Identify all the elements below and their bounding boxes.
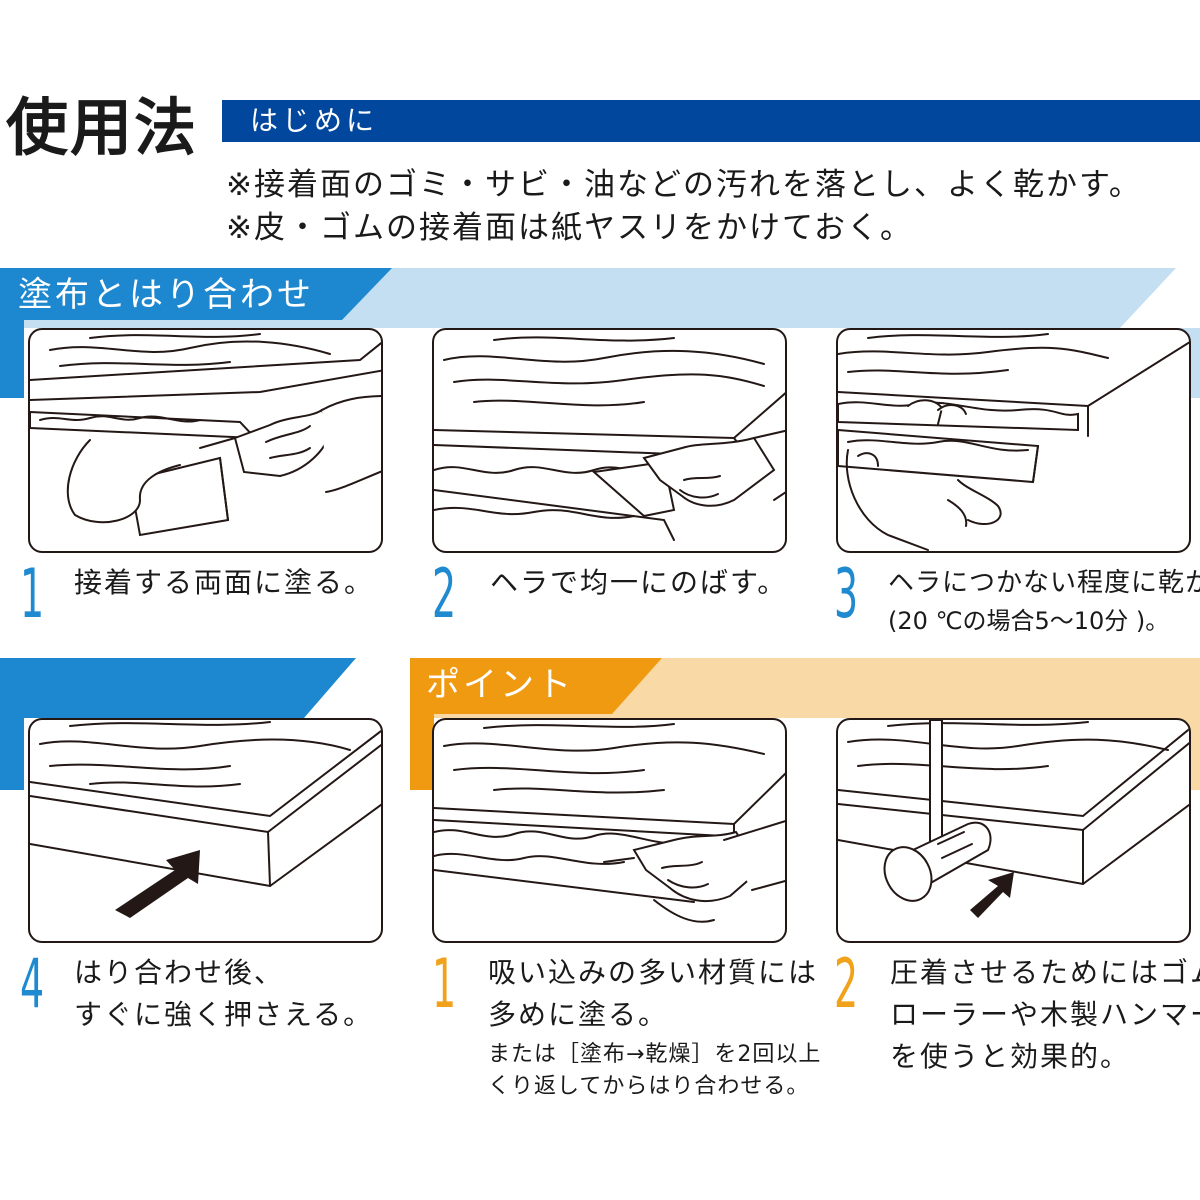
intro-note-2: ※皮・ゴムの接着面は紙ヤスリをかけておく。	[226, 210, 914, 246]
point-1-text-line1: 吸い込みの多い材質には	[488, 956, 819, 989]
apply-extra-glue-tube-illustration	[432, 718, 787, 943]
point-1-note-line2: くり返してからはり合わせる。	[488, 1074, 810, 1099]
step-3-text: ヘラにつかない程度に乾かす	[888, 568, 1200, 598]
step-number-3: 3	[834, 555, 859, 634]
point-number-1: 1	[432, 945, 457, 1024]
point-2-text-line1: 圧着させるためにはゴム	[890, 956, 1200, 989]
step-4-text-line2: すぐに強く押さえる。	[74, 998, 374, 1031]
step-number-1: 1	[20, 555, 45, 634]
point-1-text-line2: 多めに塗る。	[488, 998, 669, 1031]
intro-note-1: ※接着面のゴミ・サビ・油などの汚れを落とし、よく乾かす。	[226, 167, 1142, 203]
point-2-text-line3: を使うと効果的。	[890, 1040, 1131, 1073]
mallet-pressing-illustration	[836, 718, 1191, 943]
step-number-4: 4	[20, 945, 45, 1024]
spread-glue-both-surfaces-illustration	[28, 328, 383, 553]
step-4-text-line1: はり合わせ後、	[74, 956, 285, 989]
points-band-label: ポイント	[426, 665, 574, 705]
step-3-subtext: (20 ℃の場合5〜10分 )。	[888, 607, 1170, 635]
press-together-arrow-illustration	[28, 718, 383, 943]
spatula-spreading-illustration	[432, 328, 787, 553]
application-band-label: 塗布とはり合わせ	[18, 275, 314, 315]
step-2-text: ヘラで均一にのばす。	[490, 566, 788, 599]
points-band: ポイント	[0, 658, 1200, 790]
point-2-text-line2: ローラーや木製ハンマー	[890, 998, 1200, 1031]
step-1-text: 接着する両面に塗る。	[74, 566, 375, 599]
point-number-2: 2	[834, 945, 859, 1024]
drying-touch-test-illustration	[836, 328, 1191, 553]
intro-label: はじめに	[250, 104, 379, 137]
intro-bar	[222, 100, 1200, 142]
step-number-2: 2	[432, 555, 457, 634]
point-1-note-line1: または［塗布→乾燥］を2回以上	[488, 1042, 822, 1067]
page-title: 使用法	[6, 91, 199, 164]
